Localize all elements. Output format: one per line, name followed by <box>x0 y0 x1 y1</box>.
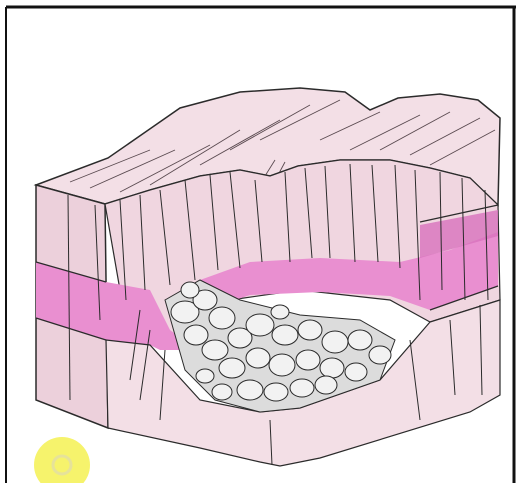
yellow-badge-icon[interactable] <box>34 437 90 483</box>
